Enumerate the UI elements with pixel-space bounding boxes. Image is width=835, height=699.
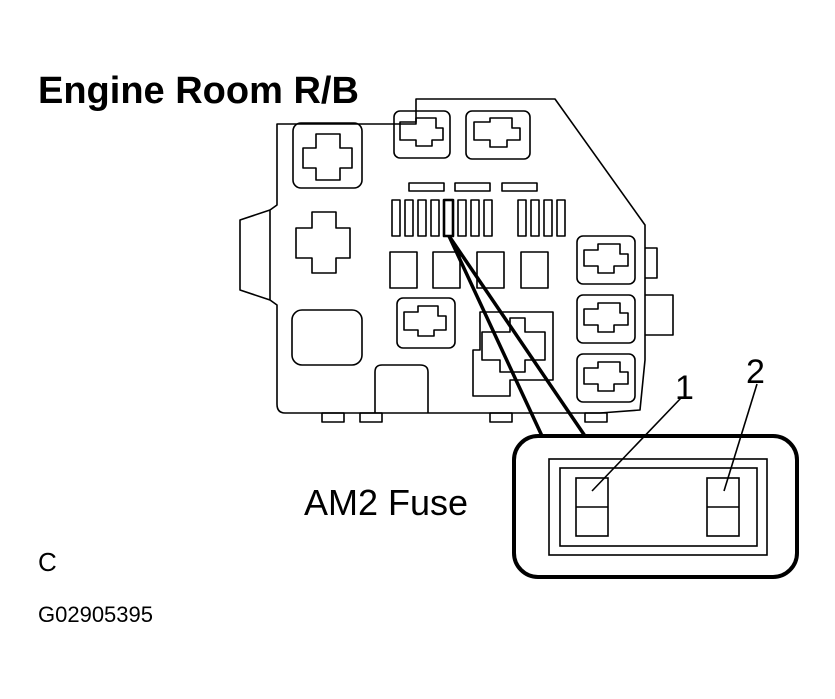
terminal-strip [454, 182, 491, 192]
mini-relay [583, 302, 629, 333]
mini-relay [403, 305, 447, 337]
am2-fuse-slot [442, 198, 455, 238]
fuse-detail-callout [512, 383, 799, 579]
callout-leader [447, 235, 587, 437]
mount-foot [359, 412, 383, 423]
fuse-body [548, 458, 768, 556]
pin-2-leader [723, 383, 758, 492]
mount-foot [584, 412, 608, 423]
terminal-strip [501, 182, 538, 192]
mount-foot [489, 412, 513, 423]
bottom-notch [374, 364, 429, 413]
fuse-label: AM2 Fuse [304, 482, 469, 523]
mini-relay-socket [465, 110, 531, 160]
mini-fuse [391, 199, 401, 237]
side-tab-right-2 [645, 294, 674, 336]
socket-inner [481, 317, 546, 373]
mini-fuse [417, 199, 427, 237]
large-socket [472, 311, 554, 397]
callout-frame [512, 434, 799, 579]
mini-fuse [430, 199, 440, 237]
cross-socket [295, 211, 351, 274]
square-fuse [476, 251, 505, 289]
terminal-1-label: 1 [675, 369, 694, 407]
pin-1-leader [591, 397, 682, 492]
figure-id: G02905395 [38, 602, 153, 627]
side-tab-right-1 [645, 247, 658, 279]
square-fuse [520, 251, 549, 289]
mini-fuse [404, 199, 414, 237]
mini-fuse [457, 199, 467, 237]
mini-relay-socket [576, 353, 636, 403]
mini-relay [399, 117, 444, 147]
rounded-socket [291, 309, 363, 366]
mini-fuse [543, 199, 553, 237]
mini-fuse [517, 199, 527, 237]
terminal-strip [408, 182, 445, 192]
side-tab [239, 209, 271, 301]
square-fuse [432, 251, 461, 289]
square-fuse [389, 251, 418, 289]
mini-relay-socket [576, 235, 636, 285]
callout-leader [447, 235, 544, 437]
callout-leaders [447, 235, 587, 437]
mount-foot [321, 412, 345, 423]
terminal-2-label: 2 [746, 353, 765, 391]
mini-relay [583, 361, 629, 392]
mini-relay-socket [396, 297, 456, 349]
mini-fuse [470, 199, 480, 237]
mini-fuse [556, 199, 566, 237]
section-code: C [38, 547, 57, 577]
mini-fuse [483, 199, 493, 237]
mini-relay-socket [393, 110, 451, 159]
mini-relay [473, 117, 521, 148]
mini-fuse [530, 199, 540, 237]
mini-relay [583, 243, 629, 274]
relay-socket [292, 122, 363, 189]
diagram-title: Engine Room R/B [38, 70, 359, 112]
fuse-body-inner [559, 467, 758, 547]
mini-relay-socket [576, 294, 636, 344]
cross-socket [302, 133, 353, 181]
